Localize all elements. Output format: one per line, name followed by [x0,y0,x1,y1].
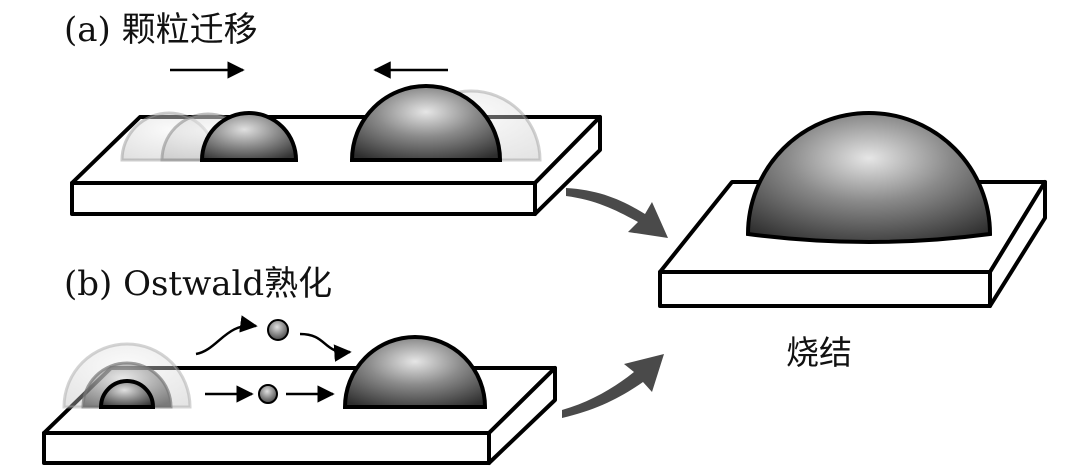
large-particle [349,84,503,162]
growing-particle [342,335,488,409]
sintering-label: 烧结 [786,333,852,372]
process-arrow-a [566,188,668,238]
small-particle [199,111,299,162]
process-arrow-b [562,354,664,418]
shrinking-particle [98,379,156,409]
panel-b-label: (b) Ostwald熟化 [64,264,333,304]
atom-flux-arrow [195,315,258,356]
sintered-particle [745,111,993,244]
panel-b-group [42,315,557,465]
panel-a-label: (a) 颗粒迁移 [64,10,258,50]
panel-a-group [70,61,602,216]
atom [267,319,289,341]
result-group [658,111,1047,308]
atom [258,384,278,404]
atom-flux-arrow [299,332,352,362]
